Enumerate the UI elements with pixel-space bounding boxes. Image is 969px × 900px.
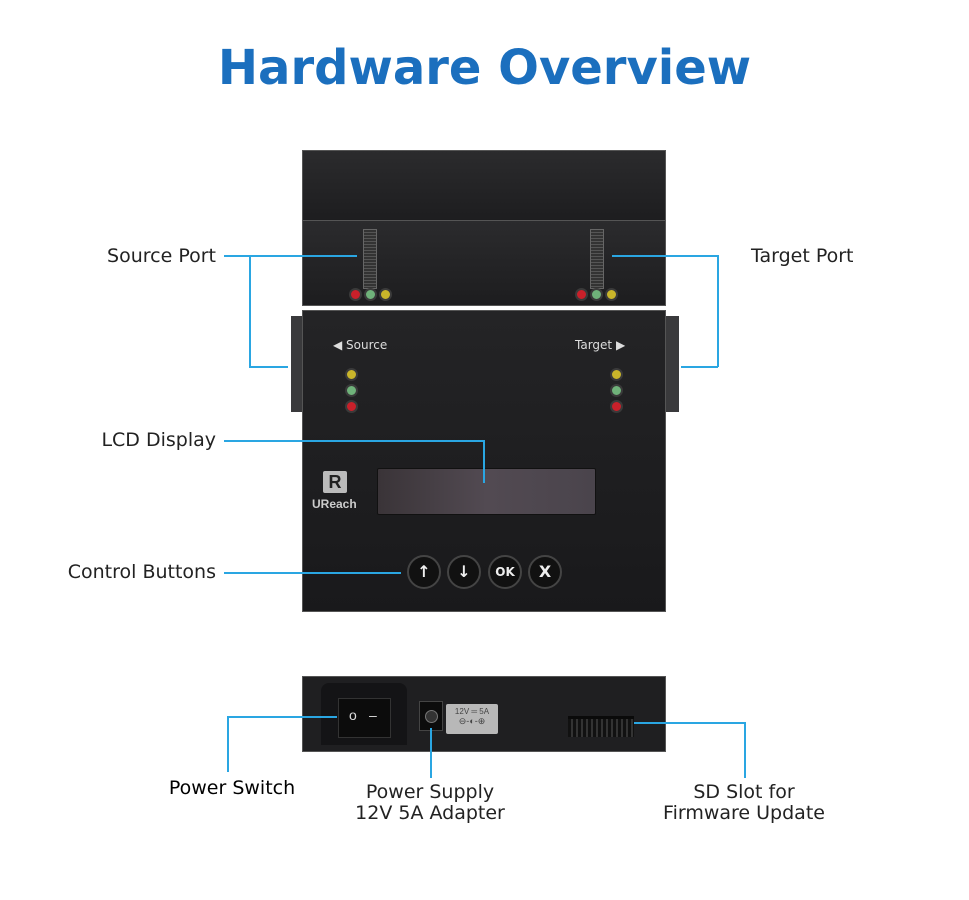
- label-power-switch: Power Switch: [168, 777, 296, 799]
- power-switch[interactable]: o –: [338, 698, 391, 738]
- cancel-button[interactable]: X: [528, 555, 562, 589]
- page-title: Hardware Overview: [217, 40, 752, 96]
- duplicator-front-view: ◀ Source Target ▶ R UReach ↑ ↓ OK X: [291, 148, 681, 614]
- target-led-green: [610, 384, 623, 397]
- source-led-yellow: [345, 368, 358, 381]
- label-power-supply: Power Supply 12V 5A Adapter: [330, 782, 530, 824]
- leader-line-sd: [634, 722, 745, 724]
- leader-line-source: [249, 366, 288, 368]
- leader-line-target: [681, 366, 718, 368]
- switch-on-mark: –: [369, 707, 377, 723]
- leader-line-switch: [227, 716, 229, 772]
- ureach-logo-mark: R: [323, 471, 347, 493]
- led-green: [590, 288, 603, 301]
- drive-bay: [302, 220, 666, 306]
- source-led-red: [345, 400, 358, 413]
- label-sd-slot-line1: SD Slot for: [693, 781, 795, 803]
- dc-jack-socket: [425, 710, 438, 723]
- label-power-supply-line1: Power Supply: [365, 781, 495, 803]
- up-button[interactable]: ↑: [407, 555, 441, 589]
- leader-line-lcd: [224, 440, 485, 442]
- dc-jack: [419, 701, 443, 731]
- label-lcd-display: LCD Display: [101, 429, 216, 451]
- label-control-buttons: Control Buttons: [67, 561, 216, 583]
- leader-line-target: [717, 255, 719, 367]
- sd-slot[interactable]: [568, 716, 634, 737]
- label-power-supply-line2: 12V 5A Adapter: [355, 802, 505, 824]
- label-sd-slot-line2: Firmware Update: [663, 802, 825, 824]
- down-button[interactable]: ↓: [447, 555, 481, 589]
- power-rating: 12V ═ 5A: [454, 707, 490, 716]
- source-led-green: [345, 384, 358, 397]
- duplicator-rear-view: o – 12V ═ 5A ⊖-◐-⊕: [302, 676, 666, 752]
- target-led-red: [610, 400, 623, 413]
- leader-line-source: [224, 255, 357, 257]
- leader-line-buttons: [224, 572, 401, 574]
- leader-line-source: [249, 255, 251, 367]
- ok-button[interactable]: OK: [488, 555, 522, 589]
- polarity-symbol: ⊖-◐-⊕: [458, 716, 486, 726]
- source-port-connector: [363, 229, 377, 289]
- target-led-yellow: [610, 368, 623, 381]
- lcd-screen: [377, 468, 596, 515]
- led-red: [575, 288, 588, 301]
- leader-line-power: [430, 728, 432, 778]
- source-indicator: ◀ Source: [333, 338, 388, 352]
- led-red: [349, 288, 362, 301]
- led-yellow: [379, 288, 392, 301]
- power-rating-label: 12V ═ 5A ⊖-◐-⊕: [446, 704, 498, 734]
- leader-line-switch: [227, 716, 337, 718]
- leader-line-sd: [744, 722, 746, 778]
- target-indicator: Target ▶: [575, 338, 626, 352]
- leader-line-target: [612, 255, 718, 257]
- led-yellow: [605, 288, 618, 301]
- switch-off-mark: o: [349, 707, 357, 723]
- top-bay: [302, 150, 666, 222]
- label-source-port: Source Port: [107, 245, 216, 267]
- label-target-port: Target Port: [751, 245, 854, 267]
- ureach-logo-text: UReach: [312, 497, 357, 511]
- leader-line-lcd: [483, 440, 485, 483]
- left-bracket: [291, 316, 303, 412]
- right-bracket: [666, 316, 679, 412]
- led-green: [364, 288, 377, 301]
- target-port-connector: [590, 229, 604, 289]
- label-sd-slot: SD Slot for Firmware Update: [644, 782, 844, 824]
